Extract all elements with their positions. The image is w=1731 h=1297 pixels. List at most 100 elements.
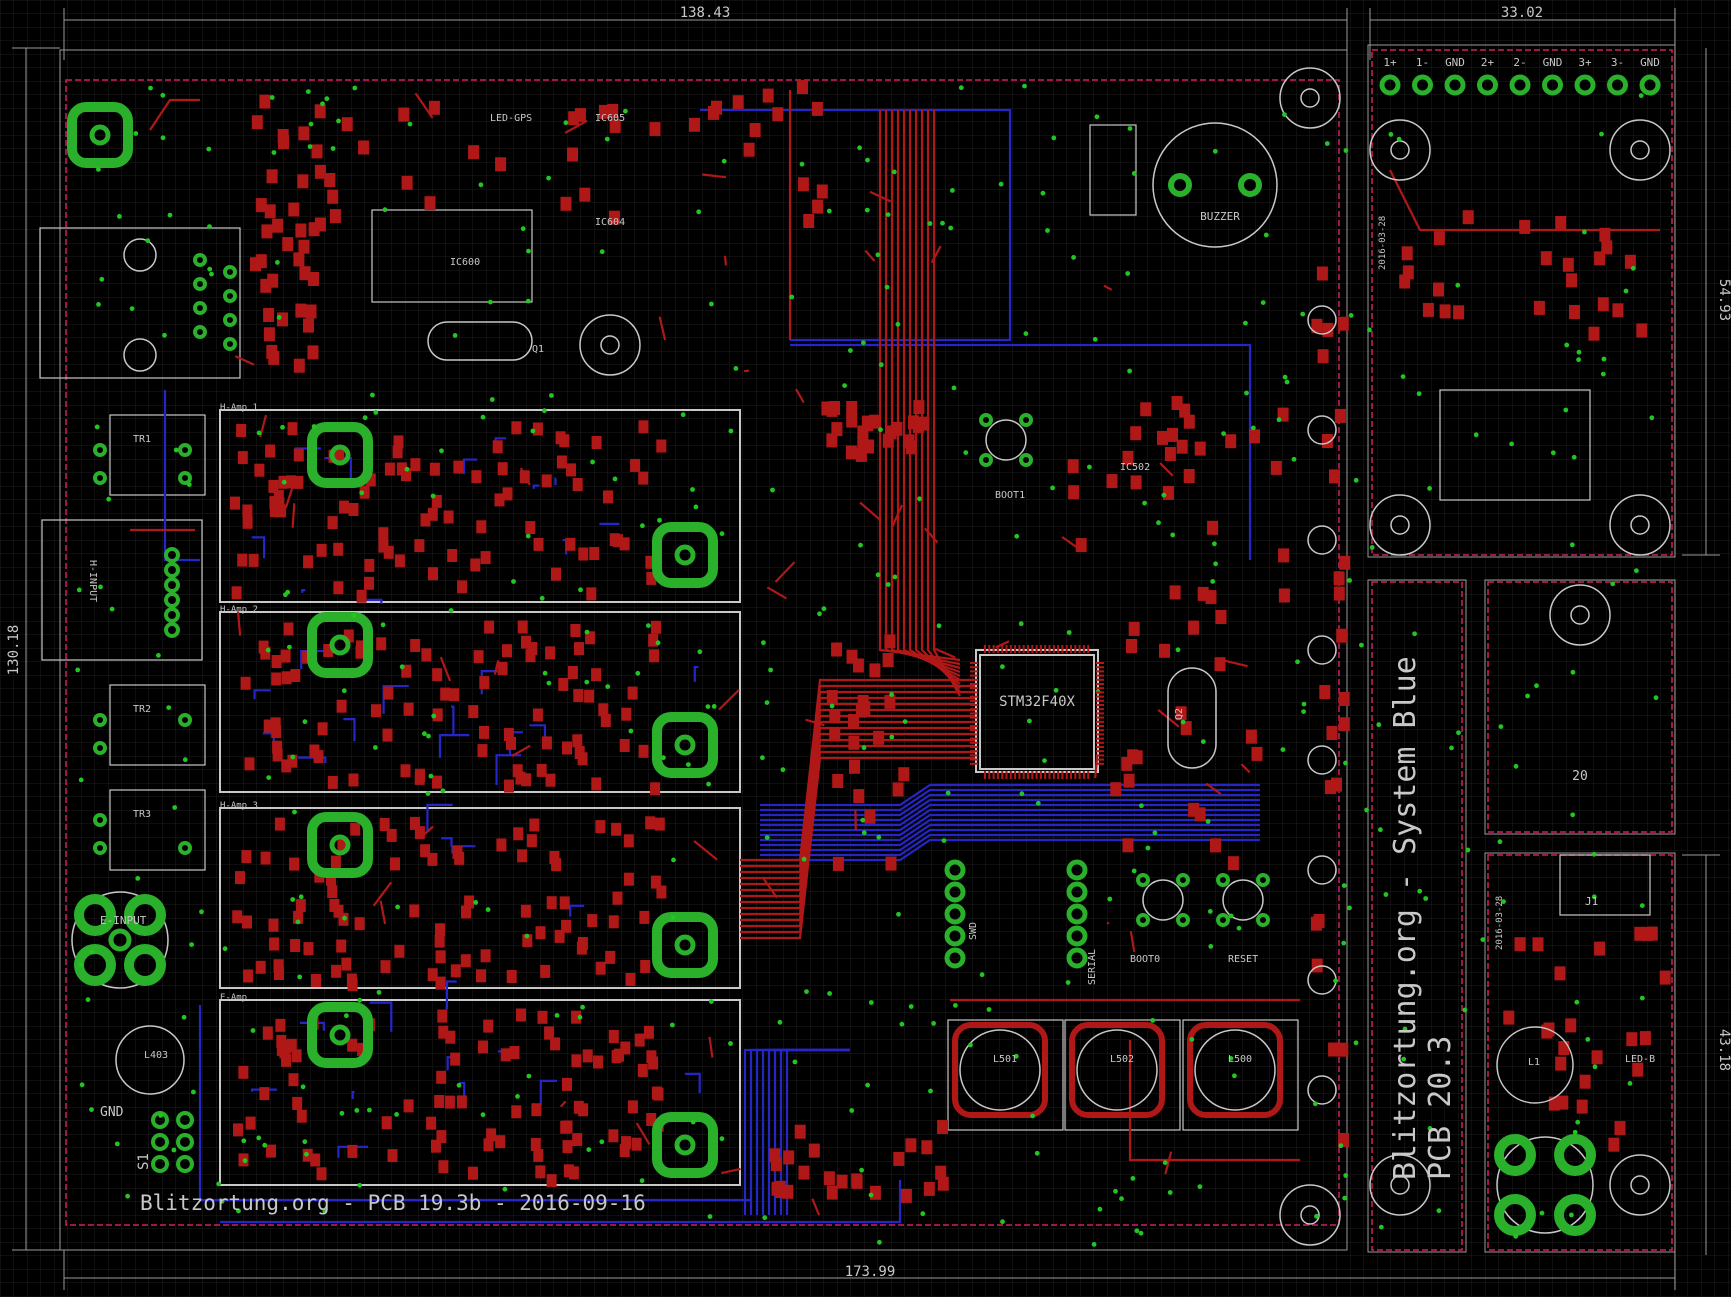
- switch-pin: [1256, 913, 1270, 927]
- smd-pad: [1632, 1062, 1644, 1077]
- via: [1341, 883, 1347, 888]
- via: [158, 1113, 164, 1118]
- smd-pad: [908, 415, 919, 430]
- smd-pad: [1188, 620, 1200, 635]
- via: [1071, 255, 1076, 260]
- smd-pad: [1215, 610, 1227, 624]
- via: [1569, 542, 1575, 548]
- via: [428, 773, 434, 779]
- connector-pin-label: GND: [1445, 56, 1465, 69]
- smd-pad: [540, 964, 551, 978]
- mcu-pin: [970, 741, 978, 744]
- smd-pad: [1225, 434, 1237, 449]
- smd-pad: [452, 845, 463, 859]
- crystal-q2: [1167, 667, 1217, 769]
- smd-pad: [546, 1174, 557, 1188]
- mcu-pin: [1096, 729, 1104, 732]
- switch-pin: [979, 453, 993, 467]
- via: [78, 777, 84, 783]
- smd-pad: [278, 135, 289, 150]
- smd-pad: [479, 725, 489, 739]
- via: [762, 1215, 768, 1221]
- smd-pad: [263, 308, 275, 322]
- smd-pad: [242, 915, 252, 929]
- mcu-pin: [1061, 771, 1064, 779]
- smd-pad: [1183, 469, 1195, 483]
- smd-pad: [1128, 621, 1140, 636]
- smd-pad: [533, 1149, 544, 1162]
- smd-pad: [343, 629, 354, 643]
- smd-pad: [1321, 434, 1333, 448]
- smd-pad: [289, 857, 300, 871]
- via: [1465, 847, 1471, 853]
- smd-pad: [492, 440, 503, 454]
- mcu-pin: [1005, 645, 1008, 653]
- smd-pad: [545, 773, 556, 787]
- smd-pad: [376, 637, 387, 651]
- via: [85, 997, 91, 1003]
- led-outline: [1307, 305, 1337, 335]
- jumper-pin: [176, 1133, 194, 1151]
- header-pin: [1066, 925, 1088, 947]
- smd-pad: [1569, 305, 1580, 319]
- smd-pad: [808, 1143, 820, 1158]
- smd-pad: [235, 871, 245, 885]
- smd-pad: [627, 1100, 638, 1114]
- smd-pad: [307, 345, 319, 360]
- via: [1571, 454, 1577, 460]
- via: [485, 907, 491, 912]
- smd-pad: [559, 434, 570, 448]
- via: [1378, 827, 1383, 833]
- smd-pad: [486, 1128, 497, 1142]
- smd-pad: [623, 872, 634, 886]
- via: [761, 640, 766, 646]
- smd-pad: [1197, 586, 1209, 601]
- smd-pad: [293, 910, 304, 924]
- side-date-lower: 2016-03-28: [1495, 896, 1505, 950]
- connector-pin-label: 2+: [1481, 56, 1495, 69]
- via: [311, 424, 317, 429]
- smd-pad: [562, 741, 572, 755]
- smd-pad: [640, 960, 651, 973]
- smd-pad: [358, 140, 370, 155]
- smd-pad: [649, 122, 661, 137]
- smd-pad: [639, 910, 650, 924]
- via: [117, 214, 122, 219]
- via: [1250, 425, 1256, 431]
- via: [271, 150, 277, 155]
- trace: [379, 900, 387, 925]
- via: [145, 238, 151, 244]
- mounting-hole: [1279, 1184, 1341, 1246]
- via: [167, 212, 173, 218]
- via: [1342, 1195, 1348, 1201]
- smd-pad: [823, 1171, 835, 1186]
- via: [1180, 719, 1186, 725]
- smd-pad: [892, 782, 904, 797]
- smd-pad: [826, 1185, 838, 1200]
- l501-label: L501: [993, 1054, 1017, 1065]
- smd-pad: [1533, 300, 1545, 315]
- smd-pad: [484, 620, 495, 634]
- rj45-pin: [223, 265, 237, 279]
- via: [1570, 669, 1576, 675]
- smd-pad: [1548, 1096, 1560, 1111]
- smd-pad: [329, 209, 341, 224]
- smd-pad: [1176, 439, 1188, 454]
- smd-pad: [1270, 460, 1282, 475]
- mcu-pin: [1096, 683, 1104, 685]
- led-outline: [1307, 745, 1337, 775]
- smd-pad: [303, 555, 314, 569]
- via: [524, 933, 530, 939]
- inductor-body: [959, 1029, 1041, 1111]
- smd-pad: [355, 645, 366, 659]
- smd-pad: [380, 960, 391, 974]
- smd-pad: [1337, 1042, 1349, 1057]
- smd-pad: [432, 668, 443, 682]
- smd-pad: [1555, 1056, 1567, 1071]
- smd-pad: [857, 434, 869, 449]
- smd-pad: [1067, 459, 1079, 474]
- via: [354, 1108, 360, 1113]
- via: [1282, 112, 1287, 117]
- trace: [790, 343, 1252, 560]
- smd-pad: [288, 1073, 299, 1087]
